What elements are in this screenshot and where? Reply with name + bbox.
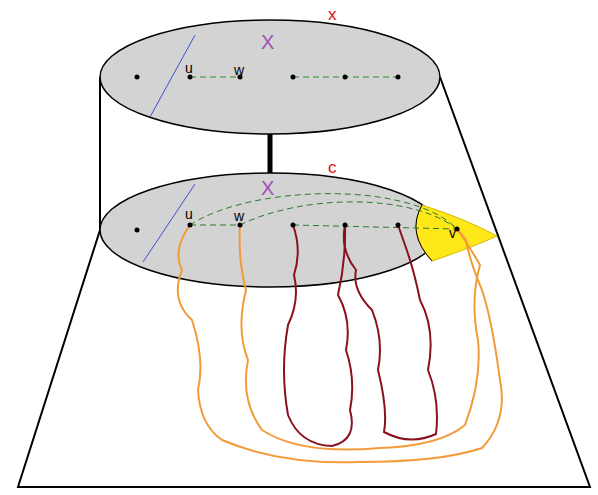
marker-label: X xyxy=(261,178,274,198)
point-label: w xyxy=(234,209,244,223)
set-label: c xyxy=(328,159,337,176)
bottom-ellipse: cXuwv xyxy=(100,173,440,287)
point-label: u xyxy=(185,61,193,75)
connector-bar xyxy=(268,134,273,173)
point-label: u xyxy=(185,207,193,221)
set-label: x xyxy=(328,6,337,23)
marker-label: X xyxy=(261,32,274,52)
point-label: w xyxy=(234,63,244,77)
top-ellipse: xXuw xyxy=(100,20,440,134)
point-label: v xyxy=(449,226,456,240)
